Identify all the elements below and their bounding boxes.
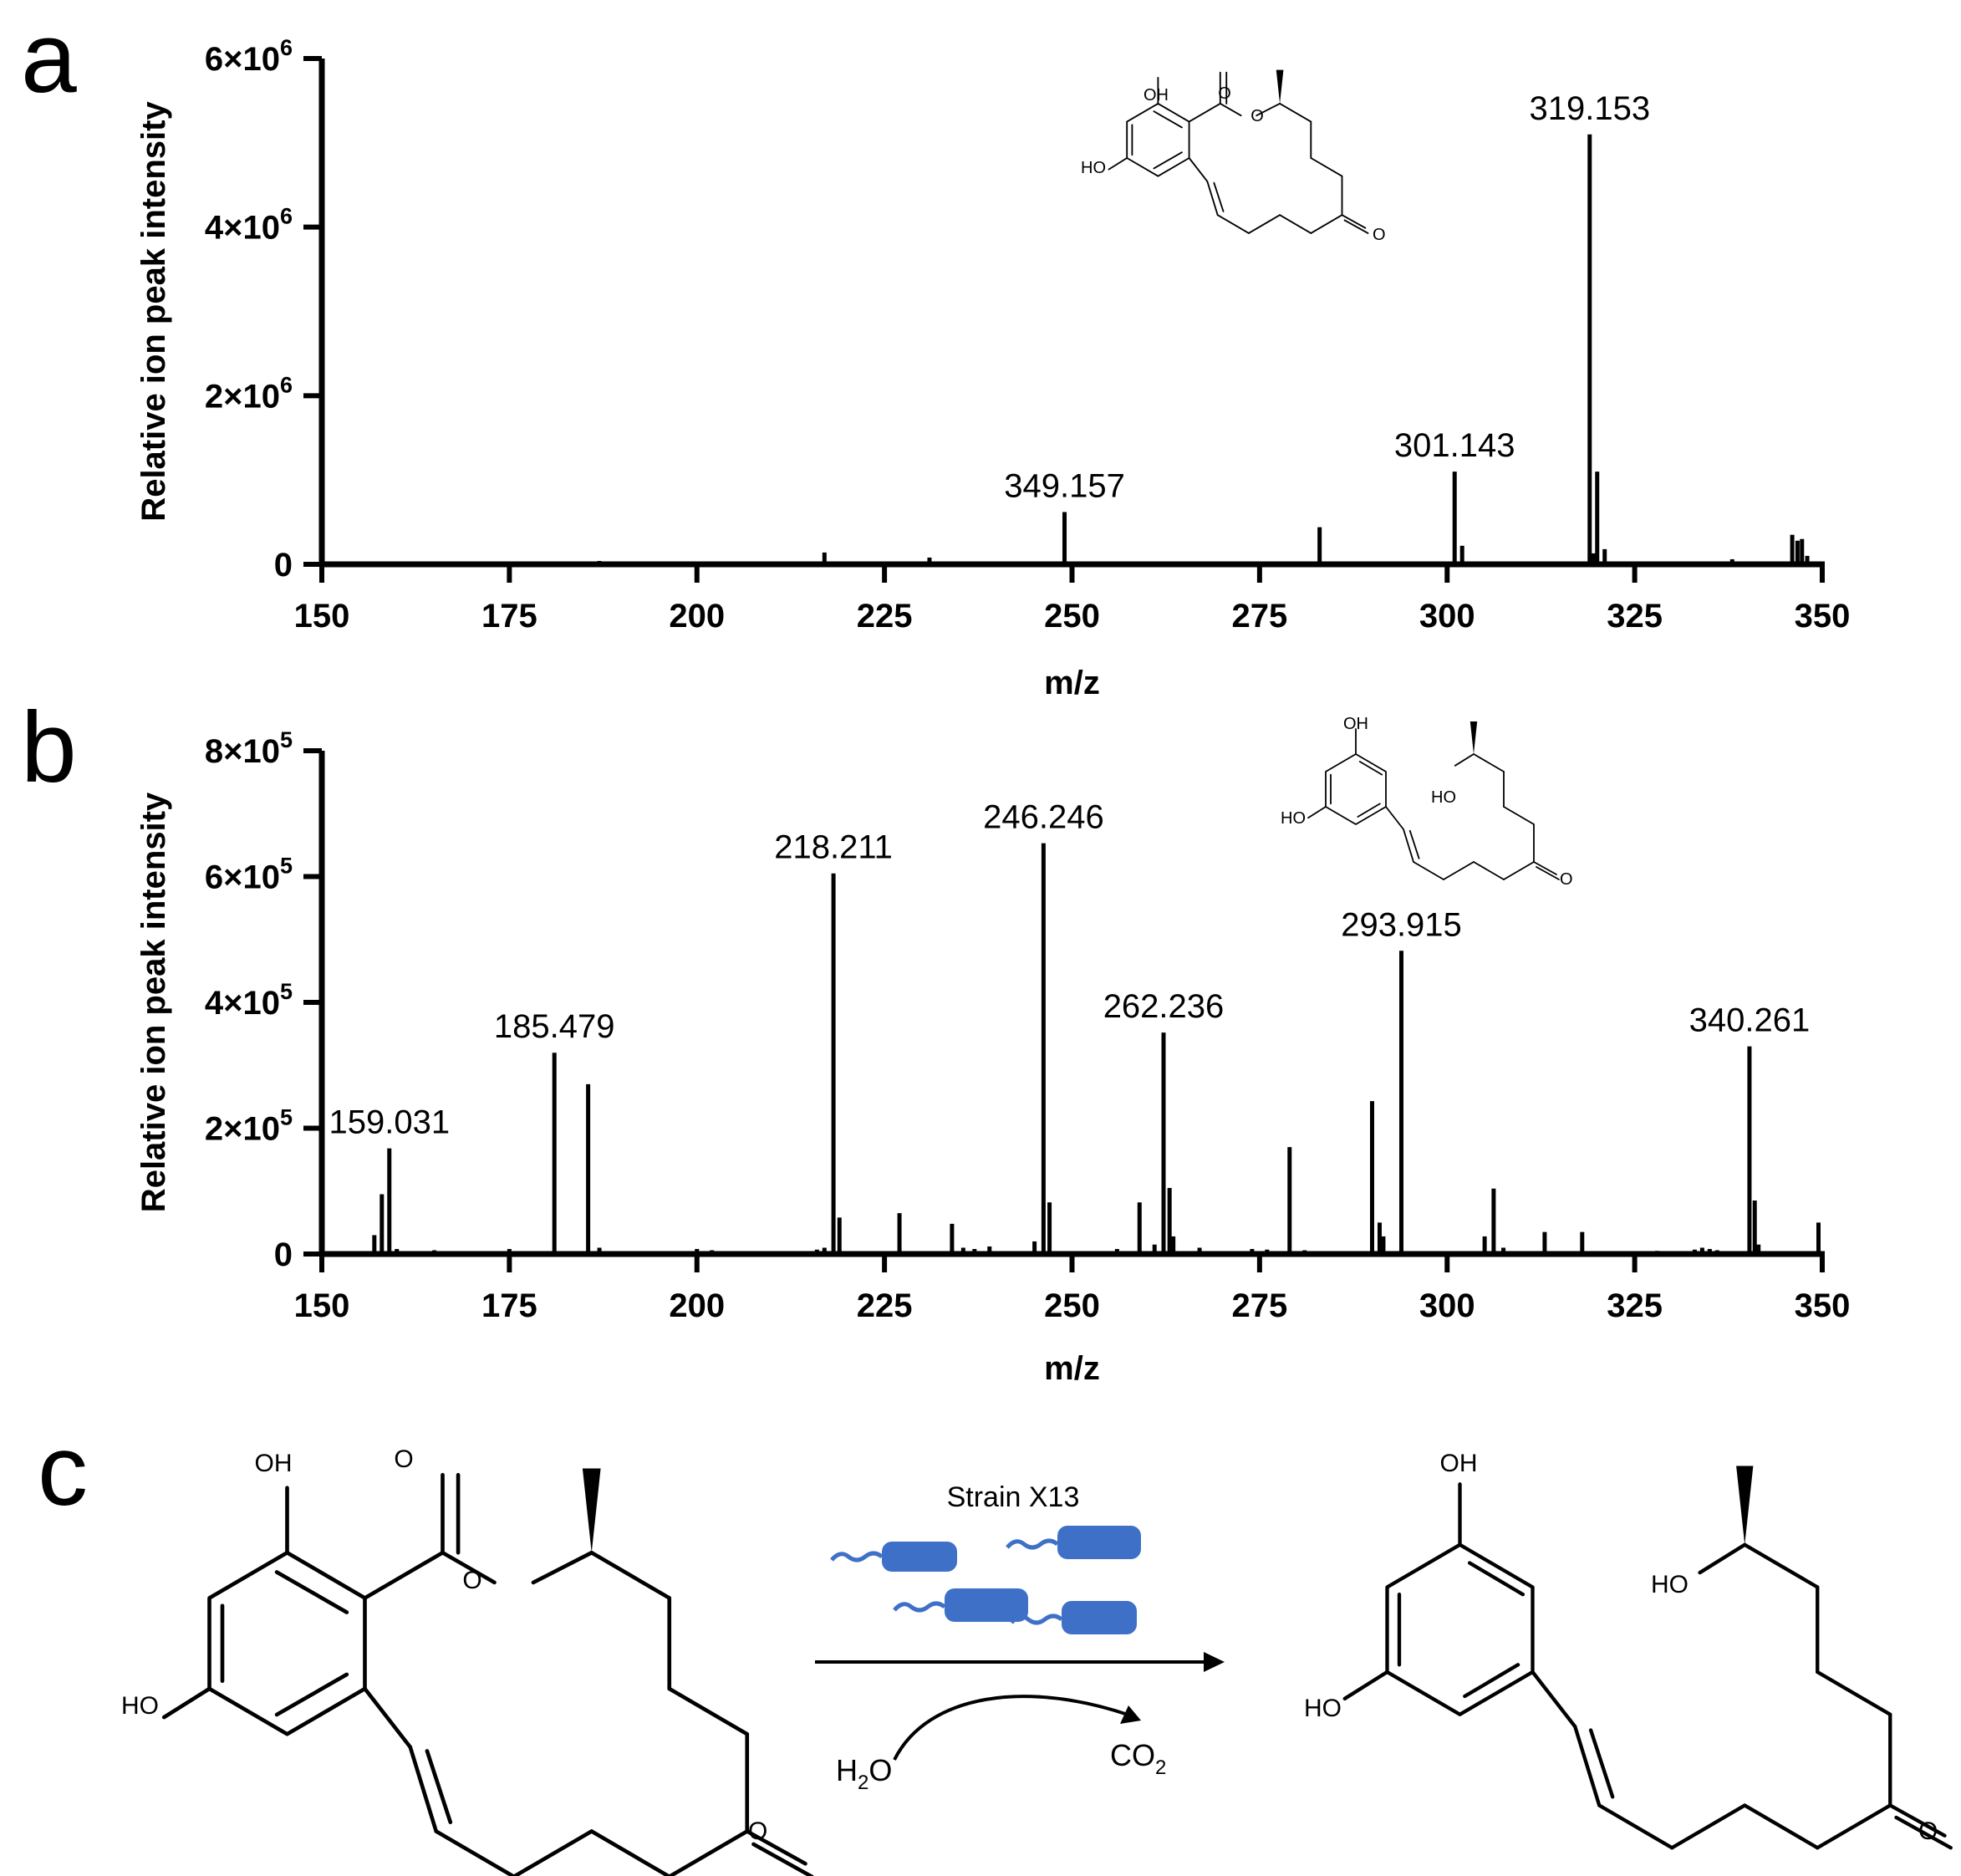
reaction-arrow-head — [1204, 1652, 1225, 1672]
x-tick-label-b-8: 350 — [1795, 1287, 1851, 1324]
product-inset-ketone-o: O — [1560, 870, 1573, 889]
zen-inset-ho-left: HO — [1081, 159, 1106, 177]
product-inset-ho-side: HO — [1431, 788, 1456, 807]
mass-spectrum-a: 150 175 200 225 250 275 300 325 350 0 2×106 4×106 6×… — [135, 35, 1850, 701]
panel-label-b: b — [21, 691, 77, 803]
zearalenone-structure: OH O O HO O — [121, 1445, 812, 1876]
x-tick-label-a-4: 250 — [1044, 598, 1100, 635]
mass-spectrum-b: 150 175 200 225 250 275 300 325 350 0 2×105 4×105 6×… — [135, 727, 1850, 1387]
zen-oh-top: OH — [255, 1450, 293, 1477]
y-tick-label-a-1: 2×106 — [205, 372, 293, 415]
x-tick-label-a-3: 225 — [857, 598, 913, 635]
y-tick-label-b-4: 8×105 — [205, 727, 293, 770]
bacterium-4 — [1062, 1601, 1137, 1634]
x-tick-label-b-3: 225 — [857, 1287, 913, 1324]
curved-arrow-head — [1120, 1705, 1141, 1724]
y-axis-label-b: Relative ion peak intensity — [135, 792, 172, 1212]
reactant-water: H2O — [836, 1753, 892, 1794]
x-tick-label-b-4: 250 — [1044, 1287, 1100, 1324]
ticks-b: 150 175 200 225 250 275 300 325 350 0 2×105 4×105 6×… — [205, 727, 1851, 1324]
x-tick-label-b-0: 150 — [294, 1287, 350, 1324]
x-tick-label-b-2: 200 — [669, 1287, 725, 1324]
x-tick-label-b-6: 300 — [1419, 1287, 1475, 1324]
y-tick-label-a-3: 6×106 — [205, 35, 293, 78]
flagellum-4 — [1010, 1613, 1063, 1625]
zen-ho-left: HO — [121, 1692, 159, 1720]
zen-carbonyl-o: O — [394, 1445, 413, 1473]
zen-inset-oh-top: OH — [1143, 86, 1169, 105]
flagellum-1 — [830, 1551, 884, 1562]
x-tick-label-a-6: 300 — [1419, 598, 1475, 635]
peak-label-b-5: 293.915 — [1341, 906, 1462, 943]
y-tick-label-b-0: 0 — [274, 1236, 293, 1273]
peak-annotations-a: 349.157 301.143 319.153 — [1004, 90, 1650, 505]
product-ho-side: HO — [1651, 1571, 1688, 1598]
x-axis-label-b: m/z — [1044, 1350, 1100, 1387]
product-co2: CO2 — [1110, 1738, 1166, 1779]
peak-label-a-1: 301.143 — [1394, 427, 1515, 464]
x-tick-label-b-1: 175 — [481, 1287, 537, 1324]
peak-label-a-0: 349.157 — [1004, 467, 1125, 504]
zen-ring-o: O — [462, 1567, 481, 1594]
y-tick-label-a-0: 0 — [274, 547, 293, 584]
bacterium-3 — [945, 1588, 1028, 1622]
x-tick-label-a-7: 325 — [1607, 598, 1663, 635]
y-tick-label-b-3: 6×105 — [205, 854, 293, 896]
product-structure: OH HO HO O — [1304, 1450, 1951, 1848]
panel-label-c: c — [38, 1415, 88, 1527]
zen-inset-ketone-o: O — [1373, 226, 1386, 244]
zearalenone-structure-inset: OH O O HO O — [1081, 69, 1386, 244]
reaction-scheme: OH O O HO O Strain X13 — [121, 1445, 1951, 1876]
peaks-a — [493, 134, 1810, 564]
x-tick-label-a-1: 175 — [481, 598, 537, 635]
x-tick-label-a-2: 200 — [669, 598, 725, 635]
peak-label-b-1: 185.479 — [494, 1008, 615, 1045]
x-axis-label-a: m/z — [1044, 665, 1100, 701]
product-structure-inset: OH HO HO O — [1281, 715, 1573, 889]
zen-ketone-o: O — [748, 1817, 767, 1845]
peak-label-a-2: 319.153 — [1529, 90, 1650, 127]
product-ho-left: HO — [1304, 1695, 1342, 1722]
y-tick-label-b-2: 4×105 — [205, 979, 293, 1022]
zen-inset-carbonyl-o: O — [1218, 84, 1231, 103]
peak-annotations-b: 159.031 185.479 218.211 246.246 262.236 293.9… — [329, 799, 1810, 1141]
bacteria-icon — [830, 1526, 1141, 1634]
zen-inset-ring-o: O — [1250, 107, 1264, 125]
flagellum-2 — [1006, 1538, 1059, 1550]
product-inset-ho-left: HO — [1281, 809, 1306, 828]
peaks-b — [372, 843, 1821, 1254]
peak-label-b-3: 246.246 — [983, 799, 1104, 836]
x-tick-label-a-0: 150 — [294, 598, 350, 635]
y-tick-label-b-1: 2×105 — [205, 1105, 293, 1148]
product-inset-oh-top: OH — [1343, 715, 1368, 733]
peak-label-b-2: 218.211 — [774, 829, 893, 866]
peak-label-b-6: 340.261 — [1689, 1002, 1811, 1039]
peak-label-b-4: 262.236 — [1103, 988, 1225, 1025]
y-axis-label-a: Relative ion peak intensity — [135, 101, 172, 522]
x-tick-label-a-5: 275 — [1232, 598, 1288, 635]
panel-label-a: a — [21, 2, 77, 114]
x-tick-label-a-8: 350 — [1795, 598, 1851, 635]
bacterium-1 — [882, 1542, 957, 1572]
product-oh-top: OH — [1440, 1450, 1478, 1477]
y-tick-label-a-2: 4×106 — [205, 204, 293, 247]
reaction-conditions: Strain X13 — [815, 1481, 1225, 1794]
x-tick-label-b-5: 275 — [1232, 1287, 1288, 1324]
x-tick-label-b-7: 325 — [1607, 1287, 1663, 1324]
ticks-a: 150 175 200 225 250 275 300 325 350 0 2×106 4×106 6×… — [205, 35, 1851, 635]
flagellum-3 — [893, 1601, 946, 1613]
product-ketone-o: O — [1918, 1817, 1938, 1845]
peak-label-b-0: 159.031 — [329, 1104, 450, 1141]
bacterium-2 — [1057, 1526, 1141, 1559]
curved-arrow — [893, 1695, 1131, 1761]
strain-label: Strain X13 — [947, 1481, 1080, 1513]
